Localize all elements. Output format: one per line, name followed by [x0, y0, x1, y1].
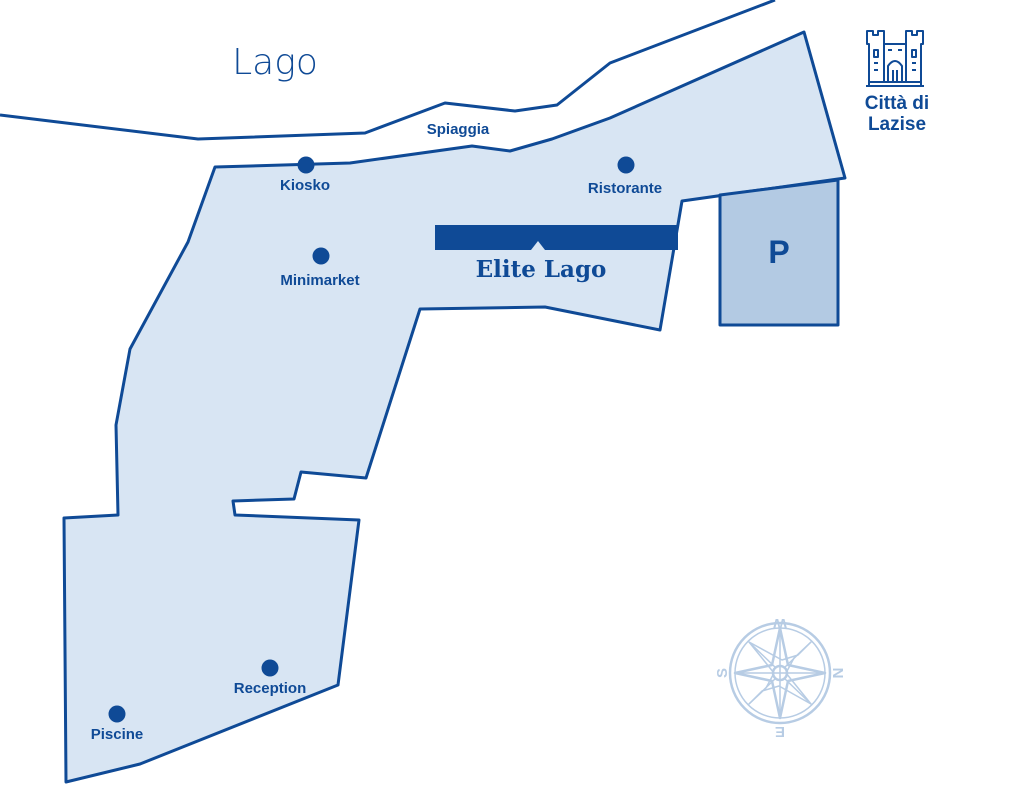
castle-icon[interactable]: [866, 30, 924, 87]
compass-rose-icon: [728, 621, 832, 725]
poi-minimarket-dot[interactable]: [312, 247, 330, 265]
hotel-marker-notch: [531, 241, 545, 250]
poi-ristorante-label: Ristorante: [588, 180, 662, 197]
compass-north: N: [829, 668, 846, 679]
poi-reception-dot[interactable]: [261, 659, 279, 677]
poi-kiosko-dot[interactable]: [297, 156, 315, 174]
parking-label: P: [768, 234, 789, 270]
city-name-line1: Città di: [865, 93, 929, 114]
parking-area[interactable]: [718, 178, 840, 327]
campsite-area[interactable]: [62, 30, 847, 784]
poi-minimarket-label: Minimarket: [280, 272, 359, 289]
compass-west: W: [772, 615, 787, 632]
shoreline: [0, 0, 776, 141]
poi-piscine-dot[interactable]: [108, 705, 126, 723]
city-name-line2: Lazise: [868, 114, 926, 135]
hotel-name: Elite Lago: [476, 256, 607, 283]
compass-south: S: [714, 668, 731, 678]
beach-label: Spiaggia: [427, 121, 490, 138]
poi-kiosko-label: Kiosko: [280, 177, 330, 194]
poi-piscine-label: Piscine: [91, 726, 144, 743]
poi-ristorante-dot[interactable]: [617, 156, 635, 174]
hotel-building[interactable]: [435, 225, 678, 250]
lake-label: Lago: [232, 42, 318, 83]
compass-east: E: [775, 723, 785, 740]
poi-reception-label: Reception: [234, 680, 307, 697]
